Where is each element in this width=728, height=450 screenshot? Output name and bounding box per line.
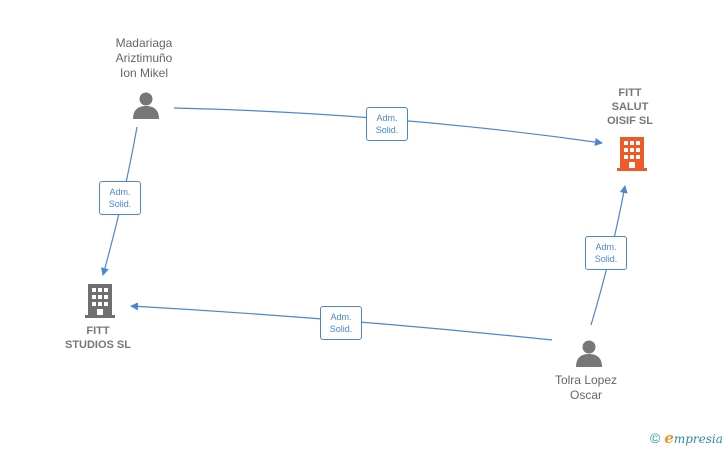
node-label-fitt-salut[interactable]: FITT SALUT OISIF SL: [607, 87, 653, 127]
node-label-fitt-studios[interactable]: FITT STUDIOS SL: [64, 325, 131, 351]
edge-label-tolra-fitt-studios[interactable]: Adm. Solid.: [320, 306, 362, 340]
building-icon[interactable]: [617, 137, 647, 171]
edge-label-role: Adm.: [595, 242, 617, 252]
node-label-madariaga[interactable]: Madariaga Ariztimuño Ion Mikel: [115, 36, 173, 80]
node-label-tolra[interactable]: Tolra Lopez Oscar: [554, 373, 618, 402]
edge-label-tolra-fitt-salut[interactable]: Adm. Solid.: [585, 236, 627, 270]
empresia-watermark: © empresia: [650, 428, 723, 448]
edge-label-type: Solid.: [594, 254, 618, 264]
person-icon[interactable]: [131, 90, 161, 120]
person-icon[interactable]: [574, 338, 604, 368]
edge-label-type: Solid.: [108, 199, 132, 209]
building-icon[interactable]: [85, 284, 115, 318]
edge-label-madariaga-fitt-studios[interactable]: Adm. Solid.: [99, 181, 141, 215]
edge-label-type: Solid.: [329, 324, 353, 334]
edge-label-role: Adm.: [376, 113, 398, 123]
edge-label-role: Adm.: [330, 312, 352, 322]
empresia-logo: empresia: [664, 429, 723, 447]
edge-label-madariaga-fitt-salut[interactable]: Adm. Solid.: [366, 107, 408, 141]
edge-label-type: Solid.: [375, 125, 399, 135]
copyright-icon: ©: [650, 430, 661, 446]
edge-label-role: Adm.: [109, 187, 131, 197]
